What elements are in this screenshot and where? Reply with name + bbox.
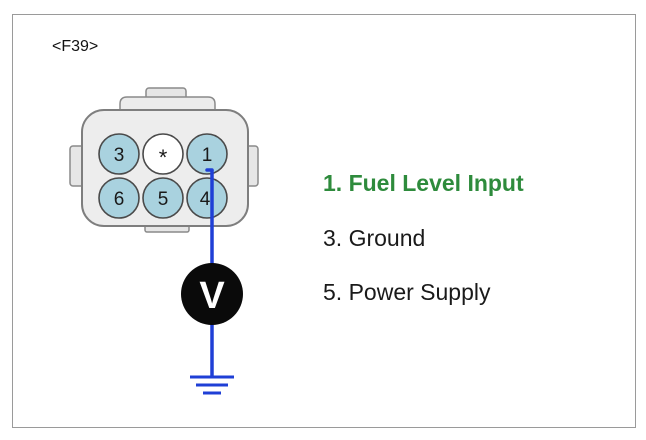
legend-entry-power-supply: 5. Power Supply [323, 279, 491, 305]
pin-empty [142, 133, 184, 175]
connector-pins: 3 * 1 6 5 4 [98, 133, 228, 219]
connector-id-label: <F39> [52, 38, 99, 55]
pin-6 [98, 177, 140, 219]
probe-wire [205, 168, 214, 376]
pin-4-label: 4 [200, 189, 211, 210]
legend-entry-fuel-level-input: 1. Fuel Level Input [323, 170, 524, 196]
pin-5-label: 5 [158, 189, 169, 210]
pin-1-label: 1 [202, 145, 213, 166]
pin-4 [186, 177, 228, 219]
voltmeter-icon: V [181, 263, 243, 325]
voltmeter-symbol: V [199, 275, 225, 317]
legend-entry-ground: 3. Ground [323, 225, 426, 251]
pin-6-label: 6 [114, 189, 125, 210]
pin-5 [142, 177, 184, 219]
pin-3-label: 3 [114, 145, 125, 166]
ground-icon [190, 375, 234, 395]
pin-empty-label: * [159, 145, 168, 170]
pin-3 [98, 133, 140, 175]
pin-1 [186, 133, 228, 175]
